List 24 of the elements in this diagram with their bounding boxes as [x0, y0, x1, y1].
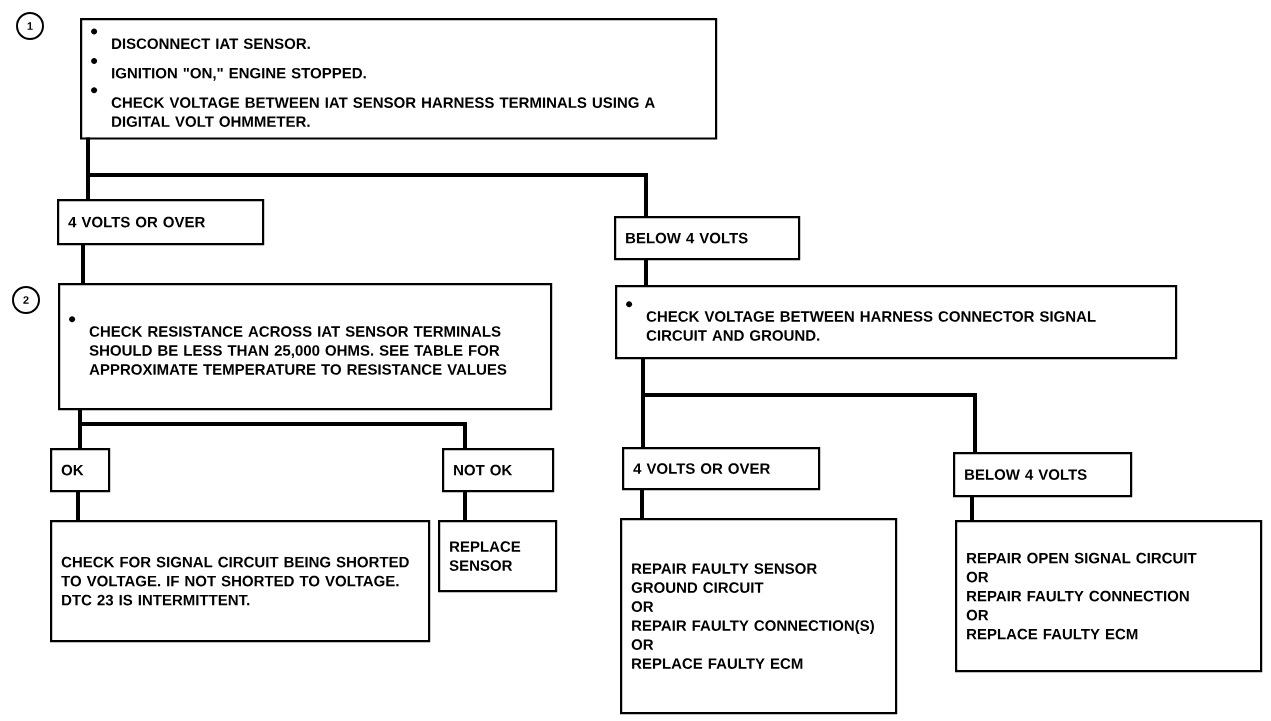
connector-line [463, 490, 467, 522]
process-box: DISCONNECT IAT SENSOR. IGNITION "ON," ENGINE STOPPED. CHECK VOLTAGE BETWEEN IAT SENSOR HARNESS TERMINALS USING A DIGITAL VOLT OHMMETER. [80, 18, 718, 140]
connector-line [644, 258, 648, 287]
condition-box: NOT OK [442, 448, 555, 493]
connector-line [640, 488, 644, 520]
connector-line [81, 243, 85, 285]
condition-box: BELOW 4 VOLTS [953, 452, 1133, 498]
condition-box: OK [50, 448, 111, 493]
connector-line [86, 137, 648, 218]
condition-box: 4 VOLTS OR OVER [57, 199, 265, 246]
connector-line [76, 490, 80, 522]
action-box: REPAIR OPEN SIGNAL CIRCUIT OR REPAIR FAULTY CONNECTION OR REPLACE FAULTY ECM [955, 520, 1263, 673]
connector-line [970, 495, 974, 522]
step-number: 1 [16, 12, 44, 40]
action-box: REPAIR FAULTY SENSOR GROUND CIRCUIT OR REPAIR FAULTY CONNECTION(S) OR REPLACE FAULTY ECM [620, 518, 898, 715]
connector-line [641, 357, 977, 454]
action-box: REPLACE SENSOR [438, 520, 558, 593]
process-box: CHECK VOLTAGE BETWEEN HARNESS CONNECTOR SIGNAL CIRCUIT AND GROUND. [615, 285, 1178, 360]
step-number: 2 [12, 286, 40, 314]
condition-box: 4 VOLTS OR OVER [622, 447, 821, 491]
process-box: CHECK RESISTANCE ACROSS IAT SENSOR TERMINALS SHOULD BE LESS THAN 25,000 OHMS. SEE TABLE FOR APPROXIMATE TEMPERATURE TO RESISTANCE VALUES [58, 283, 553, 411]
connector-line [78, 408, 467, 450]
condition-box: BELOW 4 VOLTS [614, 216, 801, 261]
action-box: CHECK FOR SIGNAL CIRCUIT BEING SHORTED TO VOLTAGE. IF NOT SHORTED TO VOLTAGE. DTC 23 IS INTERMITTENT. [50, 520, 431, 643]
